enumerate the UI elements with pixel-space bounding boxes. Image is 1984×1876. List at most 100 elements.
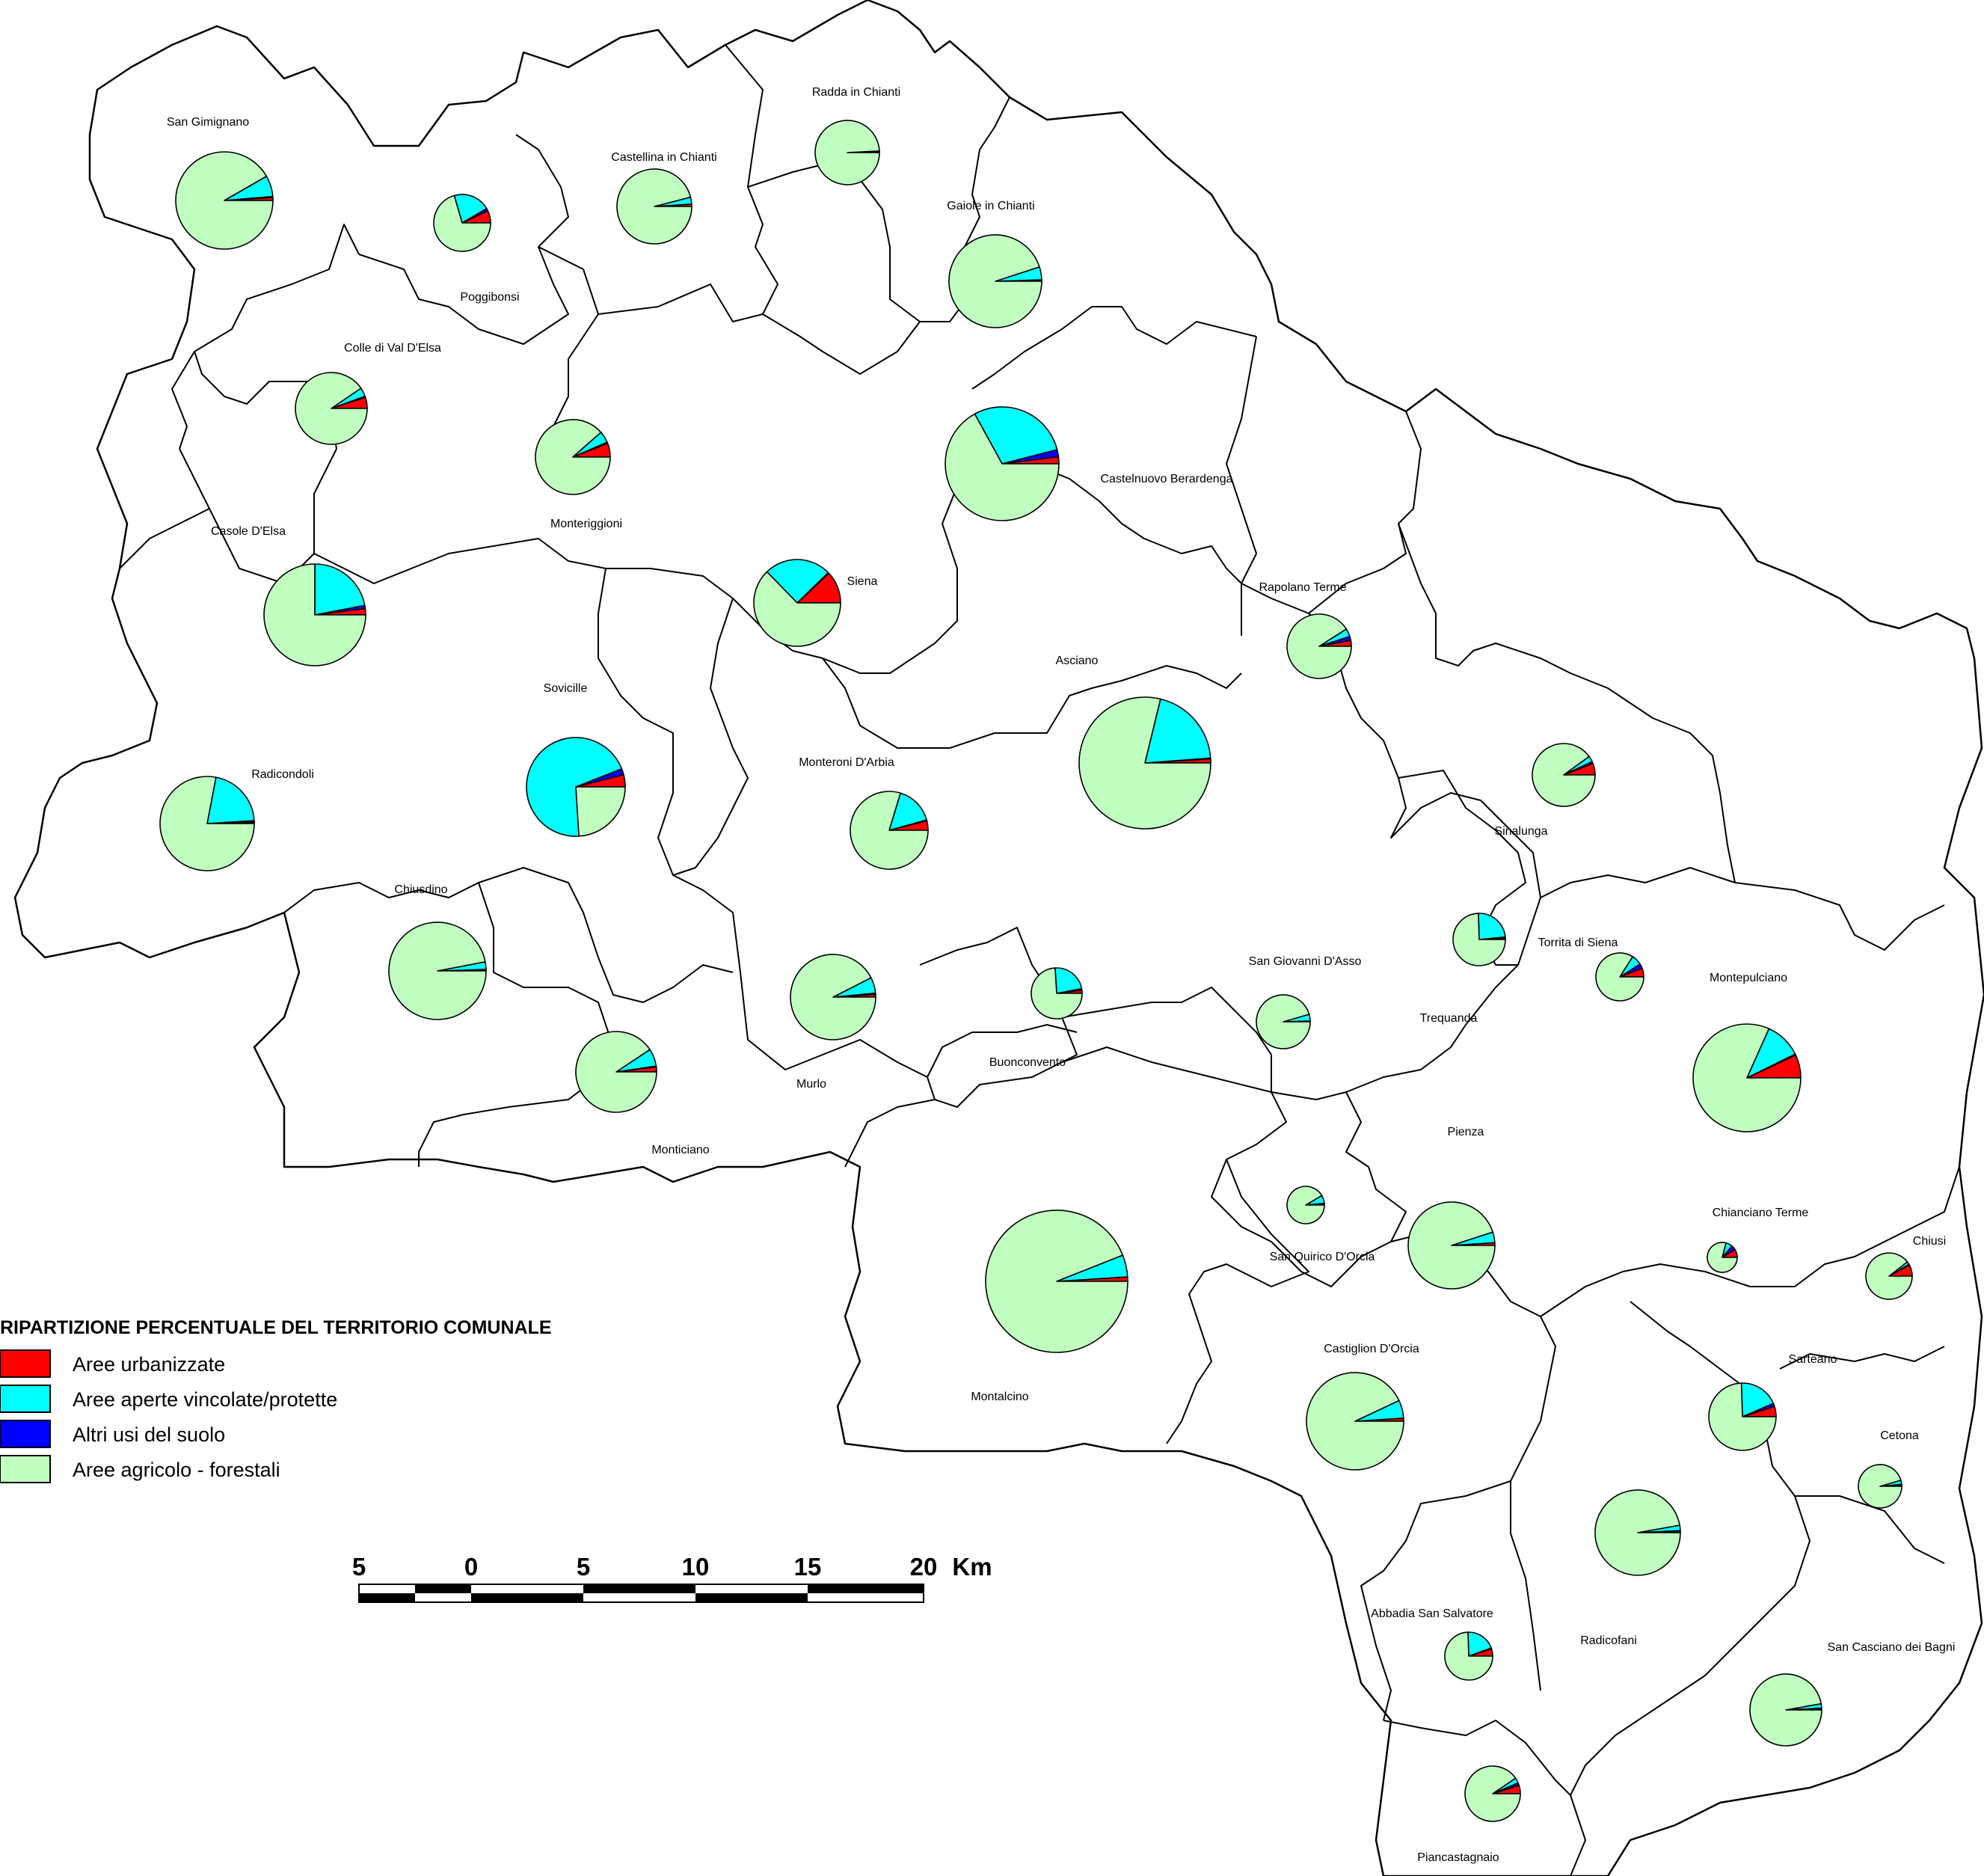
pie-slice-agricolo	[1464, 1765, 1521, 1822]
pie-slice-agricolo	[1749, 1673, 1822, 1747]
pie-slice-agricolo	[1532, 743, 1596, 807]
pie-slice-agricolo	[295, 372, 368, 445]
scale-bar-segment	[695, 1593, 808, 1602]
pie-slice-vincolate	[1478, 913, 1506, 940]
label-san-quirico-dorcia: San Quirico D'Orcia	[1270, 1251, 1375, 1263]
label-cetona: Cetona	[1880, 1429, 1919, 1442]
pie-castiglion-d-orcia	[1306, 1372, 1404, 1471]
pie-radda-in-chianti	[814, 120, 880, 186]
label-piancastagnaio: Piancastagnaio	[1417, 1851, 1499, 1864]
pie-chiusdino	[388, 922, 487, 1020]
legend: RIPARTIZIONE PERCENTUALE DEL TERRITORIO …	[0, 1317, 552, 1483]
pie-slice-agricolo	[575, 786, 626, 837]
pie-slice-agricolo	[753, 571, 841, 647]
pie-slice-vincolate	[453, 194, 488, 224]
legend-swatch-agricolo	[0, 1455, 51, 1483]
pie-pienza	[1407, 1201, 1496, 1290]
label-radicofani: Radicofani	[1580, 1634, 1637, 1647]
scale-tick-label: 10	[682, 1553, 710, 1581]
pie-slice-agricolo	[1594, 1489, 1681, 1576]
pie-sarteano	[1708, 1382, 1777, 1451]
pie-rapolano-terme	[1286, 613, 1352, 679]
label-sarteano: Sarteano	[1789, 1353, 1837, 1366]
legend-label-urbanizzate: Aree urbanizzate	[73, 1353, 225, 1376]
pie-sinalunga	[1532, 743, 1596, 807]
label-san-giovanni-dasso: San Giovanni D'Asso	[1249, 955, 1362, 968]
label-monteroni-darbia: Monteroni D'Arbia	[799, 756, 894, 769]
pie-slice-agricolo	[433, 194, 491, 252]
pie-torrita-di-siena	[1595, 952, 1644, 1002]
pie-slice-agricolo	[948, 234, 1042, 328]
pie-slice-vincolate	[1144, 698, 1211, 764]
label-chianciano-terme: Chianciano Terme	[1713, 1207, 1809, 1219]
label-asciano: Asciano	[1056, 655, 1099, 667]
label-buonconvento: Buonconvento	[989, 1056, 1066, 1069]
scale-unit-label: Km	[952, 1553, 992, 1581]
pie-slice-vincolate	[888, 792, 927, 831]
scale-bar-segment	[808, 1584, 924, 1593]
province-outline	[13, 0, 1984, 1876]
pie-slice-agricolo	[1692, 1023, 1802, 1132]
pie-slice-agricolo	[1707, 1242, 1738, 1273]
pie-slice-agricolo	[535, 419, 611, 495]
pie-slice-vincolate	[206, 776, 255, 824]
pie-san-gimignano	[175, 151, 274, 250]
label-torrita-di-siena: Torrita di Siena	[1538, 937, 1618, 949]
pie-slice-agricolo	[1256, 994, 1311, 1049]
label-abbadia-san-salvatore: Abbadia San Salvatore	[1371, 1607, 1493, 1620]
label-murlo: Murlo	[796, 1078, 826, 1091]
pie-murlo	[790, 954, 876, 1040]
label-monteriggioni: Monteriggioni	[550, 518, 622, 530]
pie-castellina-in-chianti	[616, 168, 692, 245]
pie-montalcino	[985, 1210, 1128, 1353]
pie-slice-agricolo	[945, 413, 1060, 521]
label-trequanda: Trequanda	[1420, 1012, 1478, 1025]
pie-piancastagnaio	[1464, 1765, 1521, 1822]
pie-slice-vincolate	[314, 563, 366, 616]
pie-buonconvento	[1031, 967, 1083, 1020]
pie-castelnuovo-berardenga	[945, 406, 1060, 521]
pie-slice-agricolo	[1031, 967, 1083, 1020]
legend-swatch-vincolate	[0, 1385, 51, 1413]
scale-tick-label: 5	[577, 1553, 590, 1581]
label-colle-di-val-delsa: Colle di Val D'Elsa	[344, 342, 441, 355]
pie-asciano	[1078, 696, 1211, 830]
legend-label-altri: Altri usi del suolo	[73, 1423, 225, 1446]
pie-slice-agricolo	[814, 120, 880, 186]
pie-colle-di-val-d-elsa	[295, 372, 368, 445]
pie-slice-agricolo	[388, 922, 487, 1020]
label-radicondoli: Radicondoli	[251, 768, 314, 781]
pie-slice-agricolo	[1286, 1186, 1325, 1224]
pie-slice-vincolate	[526, 737, 623, 837]
pie-slice-agricolo	[1595, 952, 1644, 1002]
pie-siena	[753, 559, 841, 647]
scale-bar-segment	[471, 1593, 583, 1602]
pie-slice-agricolo	[1286, 613, 1352, 679]
label-gaiole-in-chianti: Gaiole in Chianti	[947, 200, 1034, 212]
pie-cetona	[1858, 1464, 1902, 1509]
pie-monticiano	[575, 1031, 657, 1113]
legend-swatch-urbanizzate	[0, 1349, 51, 1378]
label-radda-in-chianti: Radda in Chianti	[812, 86, 900, 99]
scale-tick-label: 5	[352, 1553, 366, 1581]
pie-slice-vincolate	[1054, 967, 1083, 994]
pie-slice-agricolo	[263, 563, 366, 666]
pie-gaiole-in-chianti	[948, 234, 1042, 328]
pie-radicofani	[1594, 1489, 1681, 1576]
pie-slice-agricolo	[1078, 696, 1211, 830]
label-siena: Siena	[847, 575, 878, 588]
legend-label-agricolo: Aree agricolo - forestali	[73, 1459, 280, 1481]
pie-slice-agricolo	[616, 168, 692, 245]
scale-tick-label: 0	[464, 1553, 478, 1581]
label-rapolano-terme: Rapolano Terme	[1259, 581, 1346, 594]
scale-bar: 5 0 5 10 15 20 Km	[352, 1553, 992, 1603]
legend-label-vincolate: Aree aperte vincolate/protette	[73, 1388, 337, 1411]
pie-slice-agricolo	[1444, 1631, 1493, 1681]
pie-chiusi	[1865, 1252, 1913, 1300]
scale-bar-segment	[415, 1584, 471, 1593]
pie-san-quirico-d-orcia	[1286, 1186, 1325, 1224]
pie-slice-agricolo	[159, 776, 255, 871]
scale-bar-segment	[583, 1584, 695, 1593]
label-sinalunga: Sinalunga	[1494, 825, 1547, 838]
